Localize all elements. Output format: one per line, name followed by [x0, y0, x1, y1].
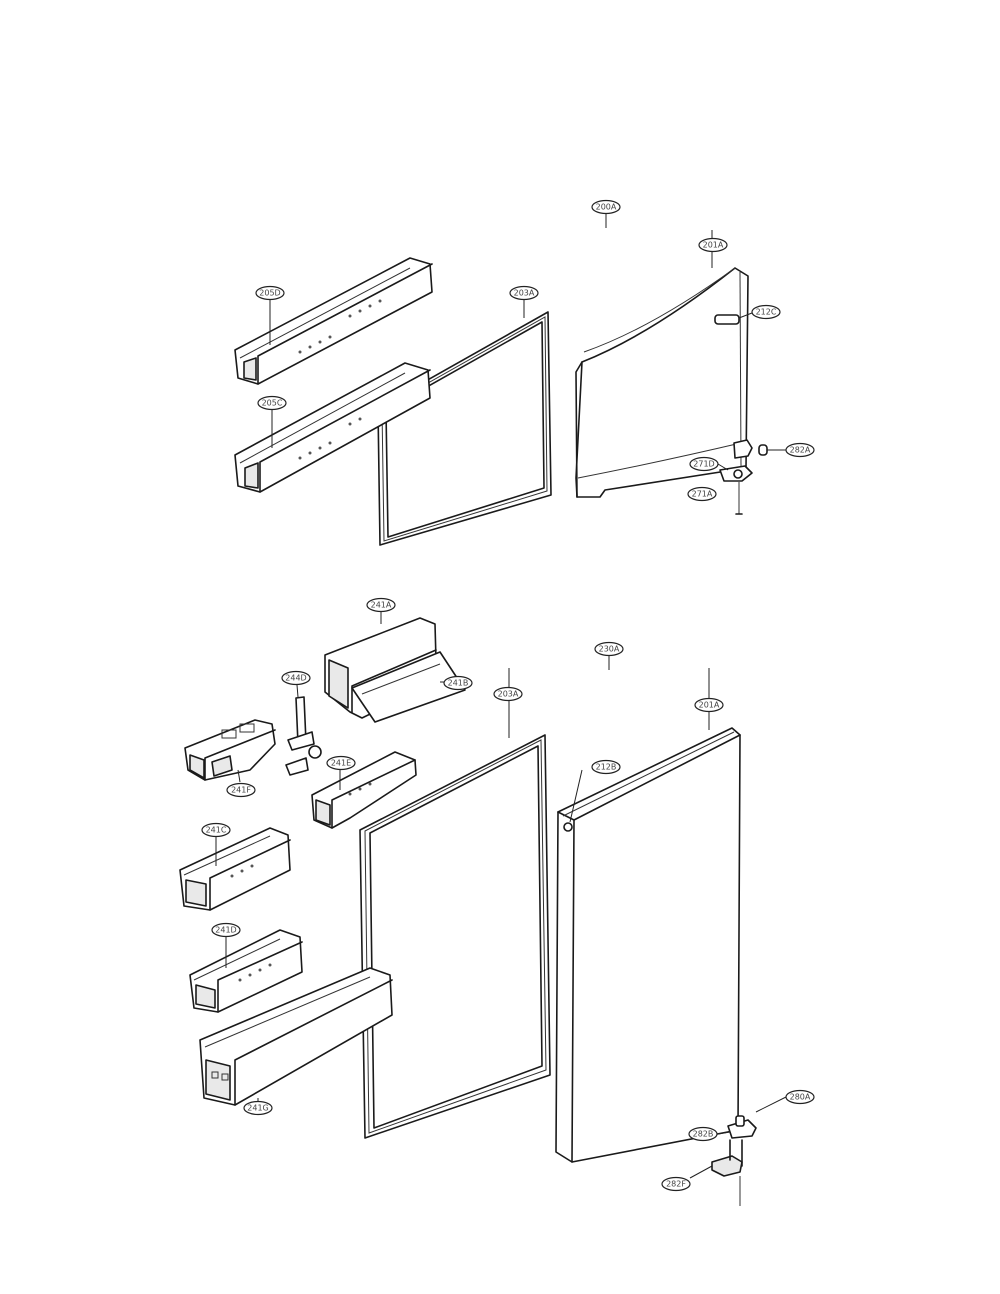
freezer-door-bin-lower [234, 362, 431, 493]
svg-text:212B: 212B [596, 763, 617, 772]
svg-text:282B: 282B [693, 1130, 714, 1139]
svg-text:203A: 203A [498, 690, 519, 699]
svg-text:282F: 282F [666, 1180, 686, 1189]
svg-text:241G: 241G [247, 1104, 268, 1113]
refrigerator-hinge-parts [711, 1115, 757, 1206]
svg-text:282A: 282A [790, 446, 811, 455]
svg-text:241C: 241C [206, 826, 227, 835]
svg-text:280A: 280A [790, 1093, 811, 1102]
freezer-door [575, 267, 749, 498]
svg-text:241B: 241B [448, 679, 469, 688]
refrigerator-door [555, 727, 741, 1163]
callout-241a: 241A [366, 597, 396, 613]
callout-241f: 241F [226, 782, 256, 798]
callout-203a-top: 203A [509, 285, 539, 301]
svg-text:203A: 203A [514, 289, 535, 298]
callout-241c: 241C [201, 822, 231, 838]
callout-201a-bottom: 201A [694, 697, 724, 713]
svg-text:212C: 212C [756, 308, 777, 317]
callout-201a-top: 201A [698, 237, 728, 253]
bin-divider-strap [285, 696, 322, 776]
callout-241g: 241G [243, 1100, 273, 1116]
callout-212c: 212C [751, 304, 781, 320]
svg-text:205C: 205C [262, 399, 283, 408]
callout-203a-bottom: 203A [493, 686, 523, 702]
svg-text:200A: 200A [596, 203, 617, 212]
callout-241d: 241D [211, 922, 241, 938]
callout-230a: 230A [594, 641, 624, 657]
freezer-door-gasket [377, 311, 552, 546]
callout-271d: 271D [689, 456, 719, 472]
dairy-compartment [324, 617, 466, 723]
svg-text:201A: 201A [699, 701, 720, 710]
hinge-cap [758, 444, 768, 456]
refrigerator-door-gasket [359, 734, 551, 1139]
svg-text:241D: 241D [215, 926, 236, 935]
door-bin-241d [189, 929, 303, 1013]
svg-text:241E: 241E [331, 759, 351, 768]
callout-271a: 271A [687, 486, 717, 502]
svg-text:241F: 241F [231, 786, 251, 795]
svg-text:241A: 241A [371, 601, 392, 610]
door-bin-241c [179, 827, 291, 911]
callout-244d: 244D [281, 670, 311, 686]
callout-241e: 241E [326, 755, 356, 771]
door-bin-241e [311, 751, 417, 829]
callout-212b: 212B [591, 759, 621, 775]
callout-280a: 280A [785, 1089, 815, 1105]
callout-205d: 205D [255, 285, 285, 301]
svg-text:205D: 205D [259, 289, 280, 298]
door-bin-241g [199, 967, 393, 1106]
egg-tray-bin [184, 719, 276, 781]
callout-282f: 282F [661, 1176, 691, 1192]
callout-205c: 205C [257, 395, 287, 411]
svg-text:271A: 271A [692, 490, 713, 499]
door-handle-slot [714, 314, 740, 325]
svg-text:271D: 271D [693, 460, 714, 469]
callout-282b: 282B [688, 1126, 718, 1142]
freezer-door-bin-upper [234, 257, 433, 385]
svg-text:201A: 201A [703, 241, 724, 250]
svg-text:230A: 230A [599, 645, 620, 654]
callout-241b: 241B [443, 675, 473, 691]
callout-282a: 282A [785, 442, 815, 458]
svg-text:244D: 244D [285, 674, 306, 683]
callout-200a-top: 200A [591, 199, 621, 215]
